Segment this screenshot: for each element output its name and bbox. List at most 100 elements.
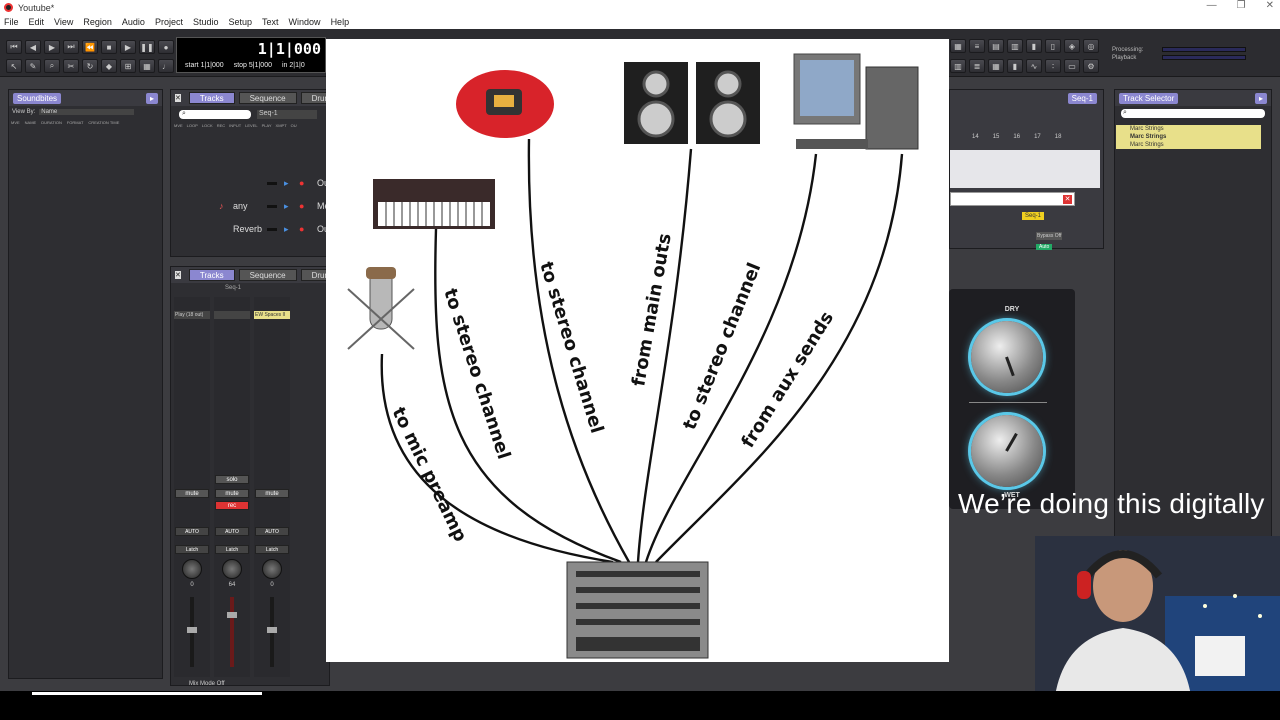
menu-studio[interactable]: Studio (192, 17, 219, 27)
view-box-icon[interactable]: ▭ (1064, 59, 1080, 73)
tab-sequence[interactable]: Sequence (238, 92, 297, 104)
solo-button[interactable]: solo (215, 475, 249, 484)
view-strip-icon[interactable]: ▮ (1007, 59, 1023, 73)
tool-snap-icon[interactable]: ⊞ (120, 59, 136, 73)
view-mixer-icon[interactable]: ▥ (1007, 39, 1023, 53)
menu-help[interactable]: Help (330, 17, 350, 27)
table-row[interactable]: ▸ ● Ou (171, 172, 329, 194)
mute-button[interactable]: mute (255, 489, 289, 498)
in-value[interactable]: 2|1|0 (289, 62, 305, 69)
play-icon[interactable]: ▸ (284, 200, 289, 211)
view-grid-icon[interactable]: ▦ (950, 39, 966, 53)
timeline-grid[interactable] (950, 150, 1100, 188)
list-item[interactable]: Marc Strings (1116, 125, 1261, 133)
tool-marker-icon[interactable]: ◆ (101, 59, 117, 73)
tab-tracks[interactable]: Tracks (188, 92, 235, 104)
menu-region[interactable]: Region (83, 17, 112, 27)
tool-zoom-icon[interactable]: ⌕ (44, 59, 60, 73)
sequence-menu[interactable]: Seq-1 (1067, 92, 1097, 104)
list-item[interactable]: Marc Strings (1116, 133, 1261, 141)
rec-button[interactable]: rec (215, 501, 249, 510)
tab-tracks[interactable]: Tracks (188, 269, 235, 281)
sequence-select[interactable]: Seq-1 (257, 110, 317, 119)
track-selector-title[interactable]: Track Selector (1119, 92, 1179, 104)
play-icon[interactable]: ▶ (120, 40, 136, 54)
view-list-icon[interactable]: ≡ (969, 39, 985, 53)
close-icon[interactable]: ✕ (175, 94, 181, 102)
menu-audio[interactable]: Audio (121, 17, 145, 27)
soundbites-title[interactable]: Soundbites (13, 92, 62, 104)
tab-sequence[interactable]: Sequence (238, 269, 297, 281)
close-icon[interactable]: ✕ (175, 271, 181, 279)
track-input[interactable]: any (233, 201, 248, 211)
volume-fader[interactable] (230, 597, 234, 667)
mix-mode-select[interactable]: Mix Mode Off (189, 681, 225, 687)
close-icon[interactable]: ✕ (1063, 195, 1072, 204)
horizontal-scrollbar[interactable] (32, 692, 262, 695)
menu-window[interactable]: Window (288, 17, 321, 27)
search-input[interactable]: ⌕ (179, 110, 251, 119)
menu-setup[interactable]: Setup (228, 17, 253, 27)
tool-metronome-icon[interactable]: ♩ (158, 59, 174, 73)
mute-button[interactable]: mute (175, 489, 209, 498)
panel-menu-icon[interactable]: ▸ (145, 92, 158, 104)
menu-edit[interactable]: Edit (28, 17, 45, 27)
view-score-icon[interactable]: ▥ (950, 59, 966, 73)
mute-button[interactable]: mute (215, 489, 249, 498)
rewind-start-icon[interactable]: ⏮ (6, 40, 22, 54)
view-text-icon[interactable]: ≣ (969, 59, 985, 73)
table-row[interactable]: ♪ any ▸ ● Me (171, 195, 330, 217)
skip-back-icon[interactable]: ⏪ (82, 40, 98, 54)
panel-menu-icon[interactable]: ▸ (1254, 92, 1267, 104)
strip-label[interactable] (214, 311, 250, 319)
table-row[interactable]: Reverb ▸ ● Ou (171, 218, 329, 240)
list-item[interactable]: Marc Strings (1116, 141, 1261, 149)
fast-forward-icon[interactable]: ⏭ (63, 40, 79, 54)
stop-icon[interactable]: ■ (101, 40, 117, 54)
view-piano-icon[interactable]: ▯ (1045, 39, 1061, 53)
view-gear-icon[interactable]: ⚙ (1083, 59, 1099, 73)
plugin-sequence-select[interactable]: Seq-1 (1022, 212, 1045, 220)
column-header[interactable]: FORMAT (66, 120, 84, 125)
plugin-auto-button[interactable]: Auto (1036, 244, 1053, 250)
track-output[interactable]: Me (317, 201, 330, 211)
view-ratio-icon[interactable]: ∶ (1045, 59, 1061, 73)
view-globe-icon[interactable]: ◎ (1083, 39, 1099, 53)
record-icon[interactable]: ● (299, 201, 305, 211)
forward-icon[interactable]: ▶ (44, 40, 60, 54)
rewind-icon[interactable]: ◀ (25, 40, 41, 54)
column-header[interactable]: CREATION TIME (88, 120, 120, 125)
latch-select[interactable]: Latch (175, 545, 209, 554)
menu-view[interactable]: View (54, 17, 74, 27)
track-output[interactable]: Ou (317, 224, 330, 234)
wet-knob[interactable] (971, 415, 1043, 487)
latch-select[interactable]: Latch (215, 545, 249, 554)
fader-handle[interactable] (267, 627, 277, 633)
tool-loop-icon[interactable]: ↻ (82, 59, 98, 73)
menu-project[interactable]: Project (154, 17, 183, 27)
minimize-icon[interactable]: — (1206, 0, 1217, 11)
strip-label[interactable]: Play (18 out) (174, 311, 210, 319)
view-tracks-icon[interactable]: ▤ (988, 39, 1004, 53)
view-graph-icon[interactable]: ▮ (1026, 39, 1042, 53)
column-header[interactable]: NAME (24, 120, 37, 125)
menu-file[interactable]: File (4, 17, 19, 27)
start-value[interactable]: 1|1|000 (200, 62, 224, 69)
fader-handle[interactable] (187, 627, 197, 633)
record-icon[interactable]: ● (158, 40, 174, 54)
tool-arrow-icon[interactable]: ↖ (6, 59, 22, 73)
dry-knob[interactable] (971, 321, 1043, 393)
close-icon[interactable]: ✕ (1265, 0, 1274, 11)
pan-knob[interactable] (182, 559, 202, 579)
view-wave-icon[interactable]: ∿ (1026, 59, 1042, 73)
view-by-select[interactable]: Name (39, 109, 135, 115)
track-output[interactable]: Ou (317, 178, 330, 188)
column-header[interactable]: MVE (11, 120, 20, 125)
tool-scissors-icon[interactable]: ✂ (63, 59, 79, 73)
view-shield-icon[interactable]: ◈ (1064, 39, 1080, 53)
search-input[interactable]: ⌕ (1121, 109, 1265, 118)
stop-value[interactable]: 5|1|000 (248, 62, 272, 69)
pan-knob[interactable] (222, 559, 242, 579)
record-icon[interactable]: ● (299, 178, 305, 188)
tool-grid-icon[interactable]: ▦ (139, 59, 155, 73)
